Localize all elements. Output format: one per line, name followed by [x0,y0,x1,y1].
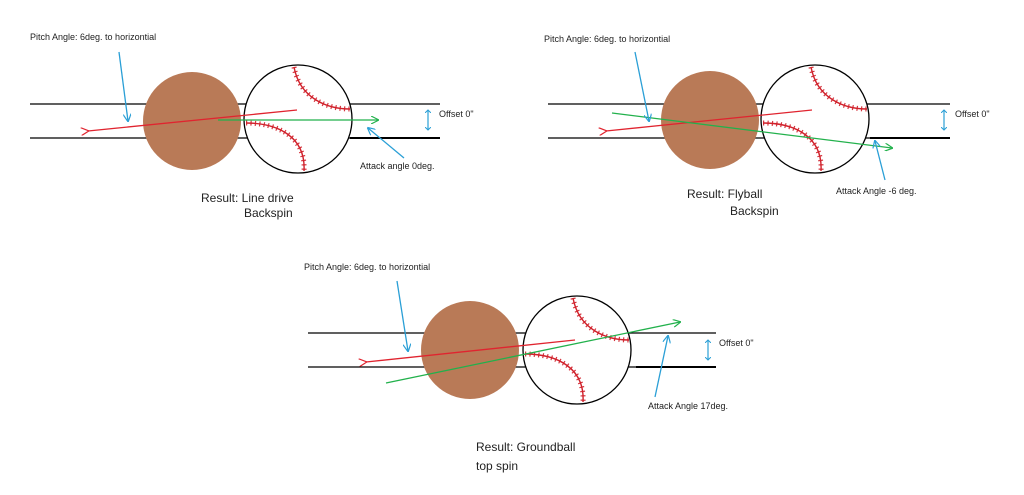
spin-label: Backspin [244,206,293,220]
offset-label: Offset 0" [439,109,474,119]
baseball [761,65,869,173]
attack-arrow [611,112,892,148]
baseball [244,65,352,173]
offset-label: Offset 0" [719,338,754,348]
pitch-callout-arrow [396,280,408,351]
attack-angle-label: Attack Angle -6 deg. [836,186,917,196]
pitch-angle-label: Pitch Angle: 6deg. to horizontial [304,262,430,272]
pitch-arrow [606,109,813,131]
offset-label: Offset 0" [955,109,990,119]
result-label: Result: Line drive [201,191,294,205]
spin-label: top spin [476,459,518,473]
pitch-angle-label: Pitch Angle: 6deg. to horizontial [30,32,156,42]
pitch-angle-label: Pitch Angle: 6deg. to horizontial [544,34,670,44]
attack-callout-arrow [654,336,668,398]
attack-arrow [385,322,680,384]
pitch-arrow [366,339,576,362]
panel-groundball: Pitch Angle: 6deg. to horizontial Offset… [304,262,754,473]
pitch-arrow [88,109,298,131]
attack-angle-label: Attack Angle 17deg. [648,401,728,411]
pitch-callout-arrow [118,51,128,121]
attack-callout-arrow [875,141,886,181]
panel-flyball: Pitch Angle: 6deg. to horizontial Offset… [544,34,990,218]
bat-circle [421,301,519,399]
panel-line-drive: Pitch Angle: 6deg. to horizontial Offset… [30,32,474,220]
attack-angle-label: Attack angle 0deg. [360,161,435,171]
attack-callout-arrow [368,128,405,159]
result-label: Result: Groundball [476,440,575,454]
result-label: Result: Flyball [687,187,762,201]
pitch-callout-arrow [634,51,649,121]
spin-label: Backspin [730,204,779,218]
baseball [523,296,631,404]
